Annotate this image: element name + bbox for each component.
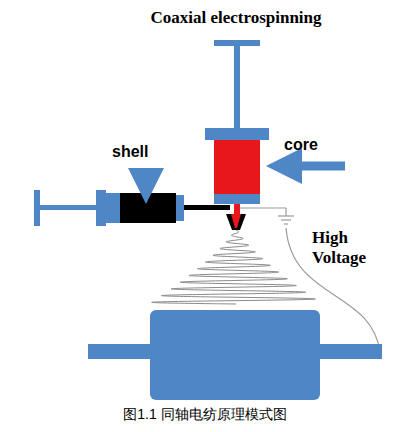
coaxial-nozzle [226,214,246,230]
fiber-jet-path [152,230,316,304]
figure-caption: 图1.1 同轴电纺原理模式图 [123,406,286,424]
shell-pointer [142,168,151,186]
diagram-title: Coaxial electrospinning [150,8,321,28]
shell-syringe [34,190,230,226]
fiber-jet [152,230,316,304]
core-pointer [284,162,345,171]
voltage-label: High Voltage [312,228,382,267]
shell-label: shell [112,143,148,161]
core-label: core [284,136,318,154]
core-syringe [205,40,269,218]
collector-drum [88,310,382,400]
